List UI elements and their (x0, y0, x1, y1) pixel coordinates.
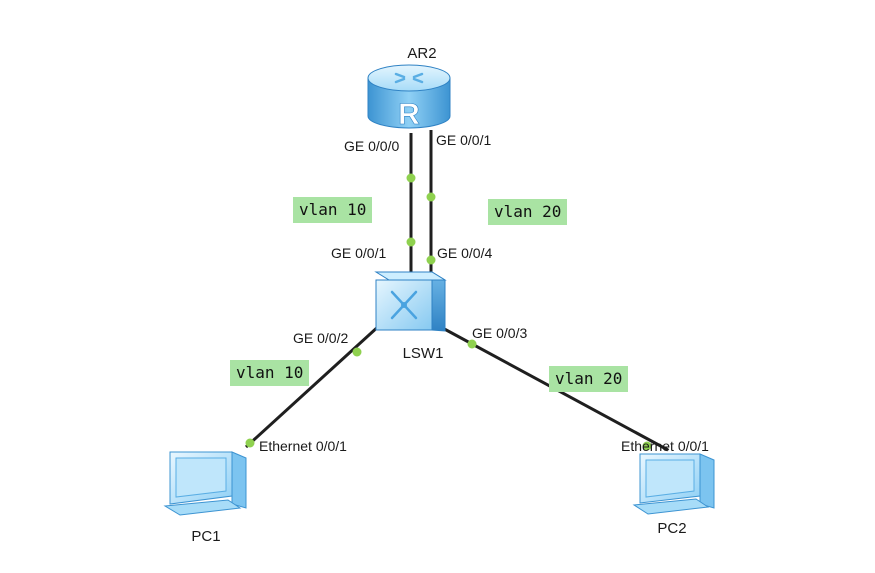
router-icon[interactable]: R (367, 64, 451, 131)
port-label-pc1-eth: Ethernet 0/0/1 (259, 438, 347, 454)
pc2-label: PC2 (657, 520, 686, 537)
vlan-tag-uplink-right: vlan 20 (488, 199, 568, 225)
port-label-lsw1-ge004: GE 0/0/4 (437, 245, 492, 261)
pc-icon[interactable] (632, 453, 715, 515)
pc1-label: PC1 (191, 528, 220, 545)
port-label-lsw1-ge001: GE 0/0/1 (331, 245, 386, 261)
switch-label: LSW1 (403, 345, 444, 362)
port-dot[interactable] (426, 255, 436, 265)
port-dot[interactable] (245, 438, 255, 448)
vlan-tag-uplink-left: vlan 10 (293, 197, 373, 223)
port-label-pc2-eth: Ethernet 0/0/1 (621, 438, 709, 454)
link-lsw1-pc1[interactable] (244, 323, 382, 449)
port-dot[interactable] (406, 237, 416, 247)
port-dots (245, 173, 652, 451)
pc-icon[interactable] (163, 451, 247, 516)
port-dot[interactable] (406, 173, 416, 183)
vlan-tag-pc2-link: vlan 20 (549, 366, 629, 392)
port-dot[interactable] (426, 192, 436, 202)
port-label-lsw1-ge002: GE 0/0/2 (293, 330, 348, 346)
port-dot[interactable] (642, 441, 652, 451)
port-label-ar2-ge000: GE 0/0/0 (344, 138, 399, 154)
port-labels: GE 0/0/0 GE 0/0/1 GE 0/0/1 GE 0/0/4 GE 0… (259, 132, 709, 454)
switch-icon[interactable] (374, 271, 447, 332)
links (244, 130, 669, 452)
router-label: AR2 (407, 45, 436, 62)
port-dot[interactable] (467, 339, 477, 349)
svg-text:R: R (398, 98, 420, 131)
port-label-lsw1-ge003: GE 0/0/3 (472, 325, 527, 341)
port-dot[interactable] (352, 347, 362, 357)
port-label-ar2-ge001: GE 0/0/1 (436, 132, 491, 148)
vlan-tag-pc1-link: vlan 10 (230, 360, 310, 386)
